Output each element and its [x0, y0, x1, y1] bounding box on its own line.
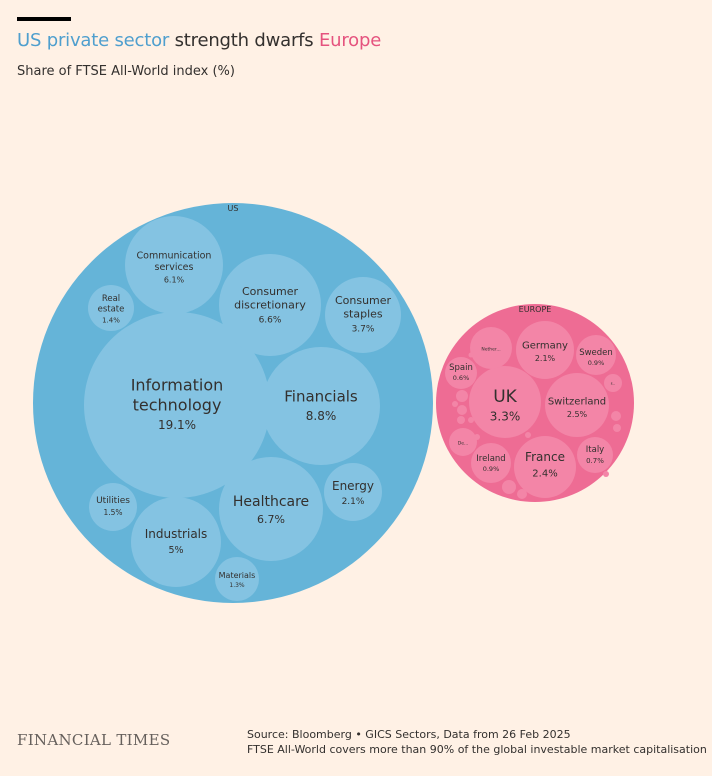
- title-europe: Europe: [318, 30, 382, 51]
- ft-logo: FINANCIAL TIMES: [17, 731, 171, 749]
- bubble-value-real-estate: 1.4%: [102, 316, 120, 324]
- bubble-label-sweden: Sweden: [579, 348, 613, 358]
- chart-title: US private sector strength dwarfs Europe: [17, 30, 381, 51]
- bubble-information-technology: [84, 312, 270, 498]
- bubble-label-italy: Italy: [586, 445, 604, 455]
- title-middle: strength dwarfs: [169, 30, 319, 51]
- bubble-label-industrials: Industrials: [145, 527, 208, 541]
- bubble-label-ireland: Ireland: [476, 454, 505, 464]
- bubble-real-estate: [88, 285, 134, 331]
- bubble-industrials: [131, 497, 221, 587]
- bubble-small-2: [457, 416, 465, 424]
- bubble-label-financials: Financials: [284, 387, 358, 405]
- group-label-europe: EUROPE: [519, 305, 552, 314]
- source-note: Source: Bloomberg • GICS Sectors, Data f…: [247, 727, 707, 757]
- bubble-label-switzerland: Switzerland: [548, 397, 606, 408]
- bubble-small-8: [468, 417, 474, 423]
- bubble-value-healthcare: 6.7%: [257, 513, 285, 526]
- top-accent-bar: [17, 17, 71, 21]
- bubble-value-consumer-staples: 3.7%: [352, 325, 375, 335]
- bubble-label-france: France: [525, 450, 565, 464]
- bubble-materials: [215, 557, 259, 601]
- bubble-value-utilities: 1.5%: [103, 508, 122, 517]
- bubble-label-nether: Nether...: [481, 347, 500, 353]
- bubble-consumer-staples: [325, 277, 401, 353]
- bubble-small-12: [603, 471, 609, 477]
- bubble-switzerland: [545, 373, 609, 437]
- title-us: US private sector: [17, 30, 170, 51]
- source-line-2: FTSE All-World covers more than 90% of t…: [247, 743, 707, 756]
- bubble-uk: [469, 366, 541, 438]
- bubble-value-ireland: 0.9%: [483, 465, 500, 473]
- bubble-value-spain: 0.6%: [453, 374, 470, 382]
- source-line-1: Source: Bloomberg • GICS Sectors, Data f…: [247, 728, 571, 741]
- bubble-label-germany: Germany: [522, 341, 568, 352]
- bubble-small-6: [611, 411, 621, 421]
- bubble-value-industrials: 5%: [168, 545, 183, 556]
- bubble-germany: [516, 321, 574, 379]
- bubble-small-4: [502, 480, 516, 494]
- bubble-value-information-technology: 19.1%: [158, 418, 196, 432]
- bubble-sweden: [576, 335, 616, 375]
- bubble-value-communication-services: 6.1%: [164, 276, 185, 285]
- bubble-label-f: F...: [611, 382, 616, 386]
- bubble-value-france: 2.4%: [532, 469, 557, 480]
- bubble-communication-services: [125, 216, 223, 314]
- bubble-small-14: [468, 352, 474, 358]
- bubble-value-germany: 2.1%: [535, 354, 556, 363]
- bubble-small-9: [474, 434, 480, 440]
- bubble-spain: [445, 357, 477, 389]
- bubble-f: [604, 374, 622, 392]
- chart-subtitle: Share of FTSE All-World index (%): [17, 64, 235, 79]
- bubble-small-0: [456, 390, 468, 402]
- bubble-ireland: [471, 443, 511, 483]
- bubble-label-utilities: Utilities: [96, 496, 130, 506]
- bubble-value-financials: 8.8%: [306, 409, 337, 423]
- bubble-utilities: [89, 483, 137, 531]
- bubble-value-materials: 1.3%: [229, 582, 245, 589]
- bubble-italy: [577, 437, 613, 473]
- bubble-value-uk: 3.3%: [490, 410, 521, 424]
- bubble-label-energy: Energy: [332, 479, 374, 493]
- bubble-small-5: [517, 489, 527, 499]
- bubble-value-consumer-discretionary: 6.6%: [259, 316, 282, 326]
- bubble-small-3: [452, 401, 458, 407]
- bubble-value-sweden: 0.9%: [588, 359, 605, 367]
- bubble-label-healthcare: Healthcare: [233, 494, 309, 510]
- bubble-label-uk: UK: [493, 387, 517, 407]
- bubble-group-europe: EUROPE UK 3.3% Switzerland 2.5% France 2.4% Ger…: [436, 304, 634, 502]
- bubble-small-13: [525, 432, 531, 438]
- bubble-healthcare: [219, 457, 323, 561]
- bubble-france: [514, 436, 576, 498]
- bubble-label-materials: Materials: [219, 571, 256, 580]
- bubble-small-1: [457, 405, 467, 415]
- bubble-value-switzerland: 2.5%: [567, 410, 588, 419]
- bubble-financials: [262, 347, 380, 465]
- bubble-small-10: [582, 429, 588, 435]
- bubble-de: [449, 428, 477, 456]
- bubble-small-11: [473, 387, 479, 393]
- group-label-us: US: [228, 204, 239, 213]
- bubble-label-de: De...: [458, 441, 469, 447]
- bubble-consumer-discretionary: [219, 254, 321, 356]
- bubble-label-spain: Spain: [449, 363, 473, 373]
- bubble-small-7: [613, 424, 621, 432]
- bubble-value-energy: 2.1%: [342, 497, 365, 507]
- bubble-value-italy: 0.7%: [586, 457, 604, 465]
- bubble-energy: [324, 463, 382, 521]
- bubble-nether: [470, 327, 512, 369]
